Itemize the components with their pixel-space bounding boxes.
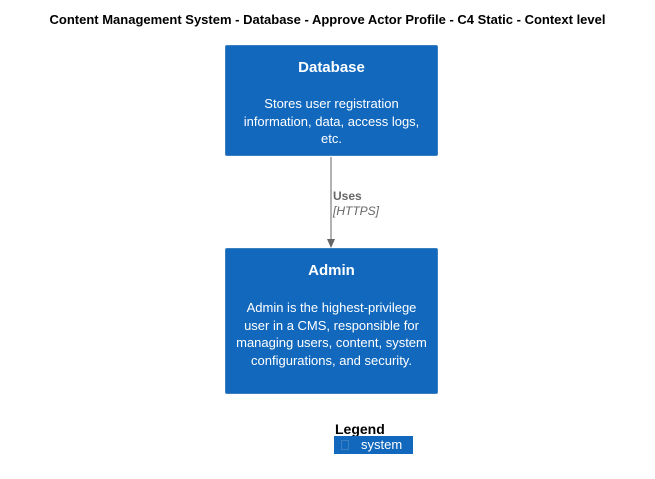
diagram-title: Content Management System - Database - A…: [49, 12, 606, 27]
admin-node[interactable]: Admin Admin is the highest-privilege use…: [225, 248, 438, 394]
admin-node-description: Admin is the highest-privilege user in a…: [236, 300, 427, 368]
database-node-title: Database: [298, 59, 365, 76]
legend-item-label: system: [361, 437, 403, 452]
legend-item-system: system: [334, 436, 413, 454]
legend-title: Legend: [335, 421, 385, 437]
admin-node-title: Admin: [308, 262, 355, 279]
database-node-description: Stores user registration information, da…: [243, 96, 420, 146]
edge-arrowhead-icon: [327, 239, 335, 248]
edge-technology-label: [HTTPS]: [333, 204, 380, 218]
edge-label: Uses: [333, 189, 362, 203]
database-node[interactable]: Database Stores user registration inform…: [225, 45, 438, 156]
legend-swatch-icon: [341, 440, 349, 450]
